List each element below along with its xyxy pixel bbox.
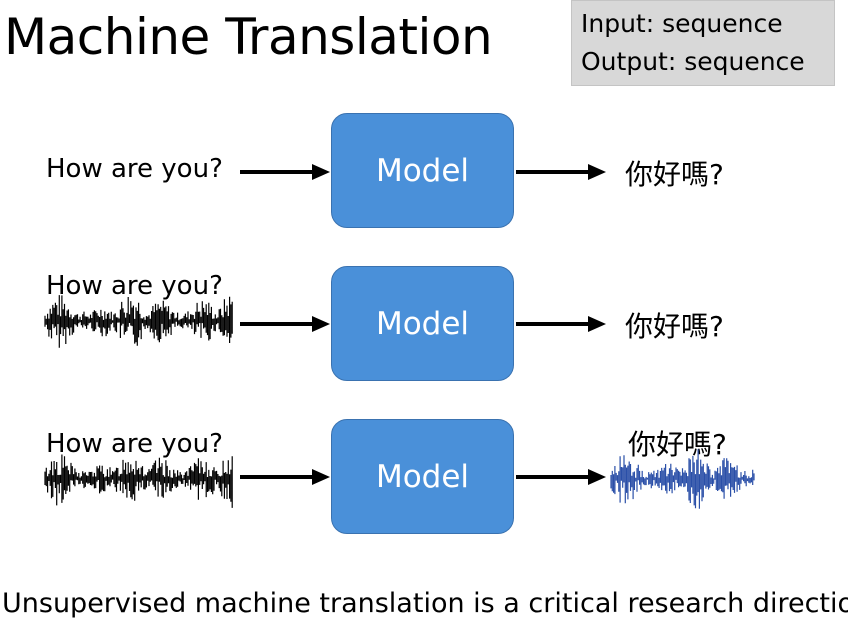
row1-model-box: Model [331,113,514,228]
row2-input-text: How are you? [46,271,223,301]
row3-output-text: 你好嗎? [628,428,727,461]
row3-output-arrow [516,469,606,485]
page-title: Machine Translation [4,8,493,66]
row2-output-text: 你好嗎? [625,310,724,343]
io-info-box: Input: sequence Output: sequence [571,0,835,86]
row1-output-text: 你好嗎? [625,158,724,191]
row3-input-text: How are you? [46,429,223,459]
row3-input-arrow [240,469,330,485]
row3-output-audio-waveform [610,449,755,509]
row3-input-audio-waveform [44,454,233,508]
row2-model-box: Model [331,266,514,381]
footer-caption: Unsupervised machine translation is a cr… [2,588,848,619]
row1-output-arrow [516,164,606,180]
output-type-label: Output: sequence [581,47,805,76]
row2-input-arrow [240,316,330,332]
row2-input-audio-waveform [44,295,233,348]
input-type-label: Input: sequence [581,9,783,38]
row1-input-text: How are you? [46,154,223,184]
row1-input-arrow [240,164,330,180]
row2-output-arrow [516,316,606,332]
row3-model-box: Model [331,419,514,534]
